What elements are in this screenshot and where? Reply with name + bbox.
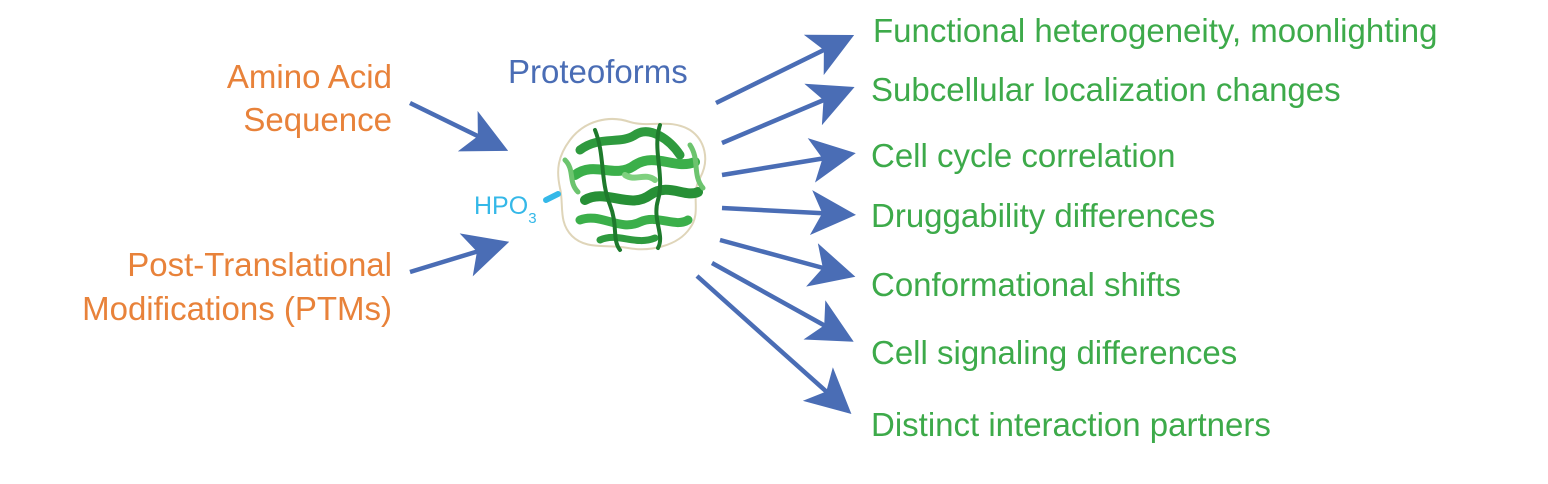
- arrow-to-druggability: [721, 190, 856, 236]
- outcome-cell-cycle: Cell cycle correlation: [871, 137, 1176, 174]
- arrow-sequence-to-proteoform: [409, 100, 509, 152]
- proteoforms-title: Proteoforms: [508, 53, 688, 90]
- arrow-to-functional-heterogeneity: [715, 34, 855, 106]
- arrow-to-interaction-partners: [695, 274, 852, 414]
- outcome-functional-heterogeneity: Functional heterogeneity, moonlighting: [873, 12, 1438, 49]
- arrow-to-conformational-shifts: [719, 237, 856, 287]
- input-ptm-line1: Post-Translational: [127, 246, 392, 283]
- phosphate-ptm-label: HPO3: [474, 192, 537, 227]
- arrow-to-cell-signaling: [710, 261, 854, 342]
- arrow-to-subcellular-localization: [721, 83, 855, 146]
- arrow-to-cell-cycle: [721, 138, 856, 183]
- outcome-druggability: Druggability differences: [871, 197, 1216, 234]
- arrow-ptm-to-proteoform: [409, 233, 510, 277]
- outcome-cell-signaling: Cell signaling differences: [871, 334, 1238, 371]
- phosphate-label-subscript: 3: [528, 210, 537, 227]
- outcome-conformational-shifts: Conformational shifts: [871, 266, 1181, 303]
- outcome-subcellular-localization: Subcellular localization changes: [871, 71, 1341, 108]
- phosphate-label-main: HPO: [474, 192, 529, 220]
- input-amino-acid-sequence-line1: Amino Acid: [226, 58, 392, 95]
- input-amino-acid-sequence-line2: Sequence: [243, 101, 392, 138]
- input-ptm-line2: Modifications (PTMs): [82, 290, 392, 327]
- outcome-interaction-partners: Distinct interaction partners: [871, 406, 1271, 443]
- protein-structure-image: [543, 118, 707, 252]
